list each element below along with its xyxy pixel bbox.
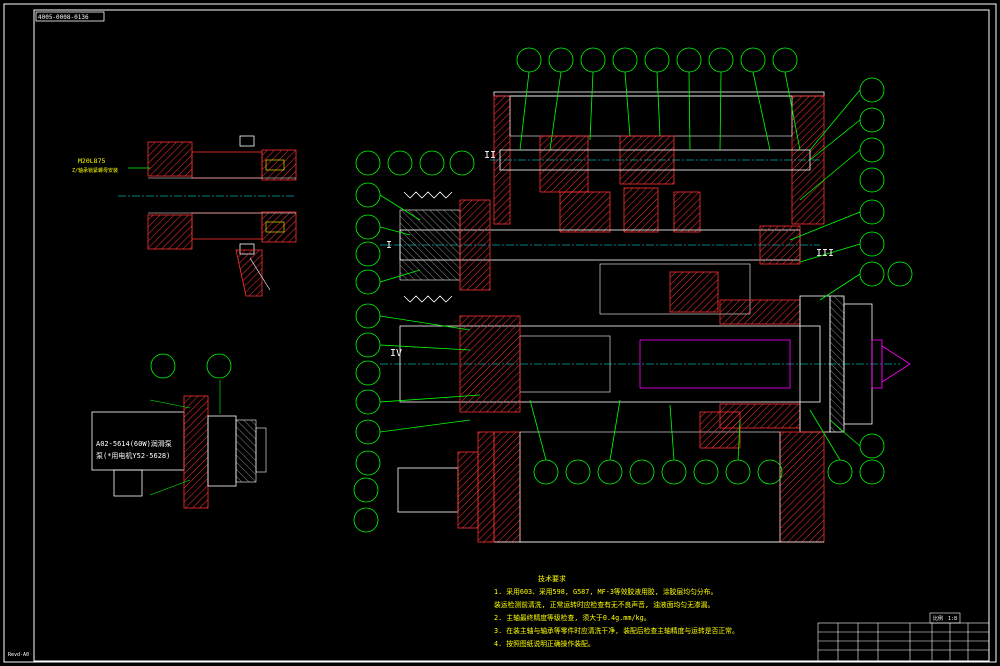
detail-label: M20L875: [78, 157, 105, 165]
tech-req-line-1: 1. 采用603、采用598, G587, MF-3等效胶液用胶, 涂胶层均匀分…: [494, 587, 717, 596]
tech-req-line-3: 2. 主轴最终精度等级检查, 须大于0.4g.mm/kg。: [494, 613, 651, 622]
shaft-label-II: II: [484, 150, 496, 161]
scale-note: Revd-A0: [8, 652, 29, 658]
shaft-label-III: III: [816, 248, 834, 259]
shaft-label-I: I: [386, 240, 392, 251]
scale-cell-value: 1:8: [948, 616, 957, 622]
pump-view: [91, 353, 267, 509]
sheet-outer-border: [3, 3, 997, 663]
scale-cell-label: 比例: [933, 615, 943, 622]
motor-label-1: A02-5614(60W)润滑泵: [96, 439, 172, 448]
main-assembly: [380, 91, 911, 543]
part-balloons: [353, 47, 913, 533]
tech-req-line-2: 装运检测前清洗, 正常运转时应检查有无不良声音, 油液面均匀无渗漏。: [494, 600, 714, 609]
sheet-inner-border: [33, 9, 990, 662]
drawing-code: 4005-0008-0136: [38, 14, 89, 21]
title-block: [817, 612, 990, 662]
code-box: [35, 11, 105, 22]
detail-view-bearing-nut: [118, 135, 297, 297]
tech-req-line-4: 3. 在装主轴与轴承等零件时应清洗干净, 装配后检查主轴精度与运转是否正常。: [494, 626, 739, 635]
shaft-label-IV: IV: [390, 348, 402, 359]
motor-label-2: 泵(*用电机Y52-5628): [96, 451, 170, 460]
detail-note: Z/轴承锁紧螺母安装: [72, 167, 118, 174]
tech-req-title: 技术要求: [538, 574, 566, 583]
tech-req-line-5: 4. 按照图纸说明正确操作装配。: [494, 639, 595, 648]
